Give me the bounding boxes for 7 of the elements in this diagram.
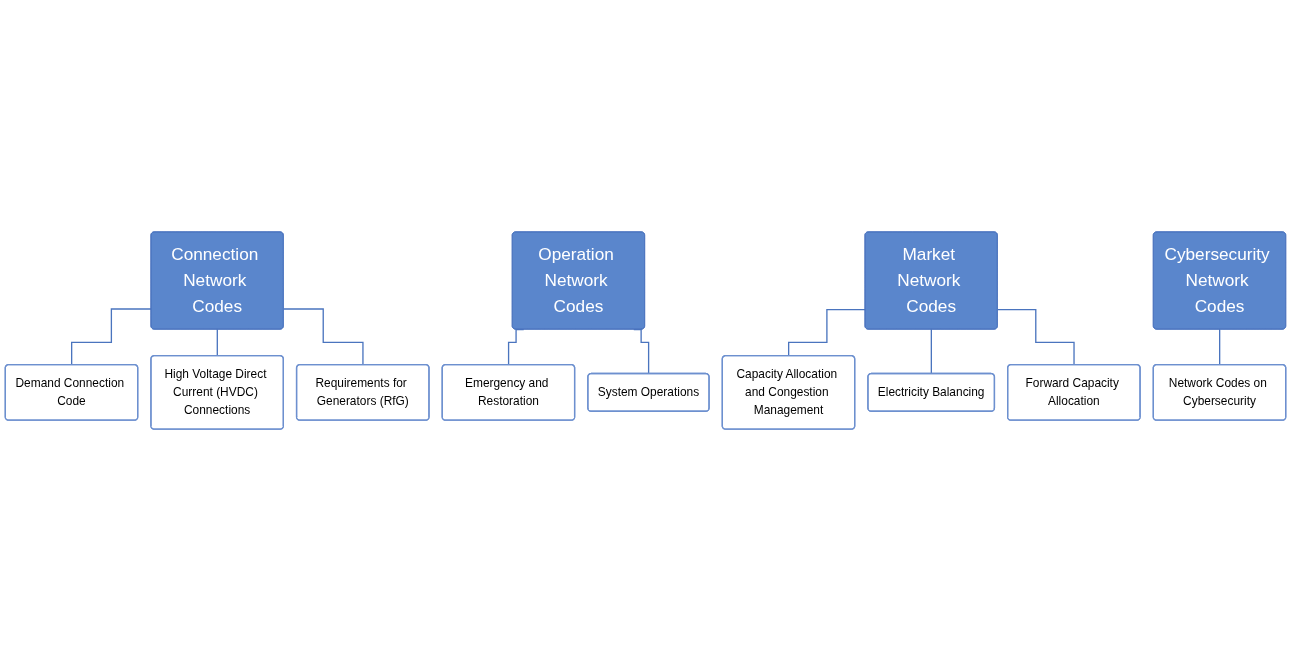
connector xyxy=(997,308,1075,366)
connector xyxy=(216,328,219,357)
connector xyxy=(71,308,152,366)
connector xyxy=(930,328,933,375)
connector xyxy=(788,308,866,357)
connector xyxy=(283,308,364,366)
connector xyxy=(1219,328,1221,366)
